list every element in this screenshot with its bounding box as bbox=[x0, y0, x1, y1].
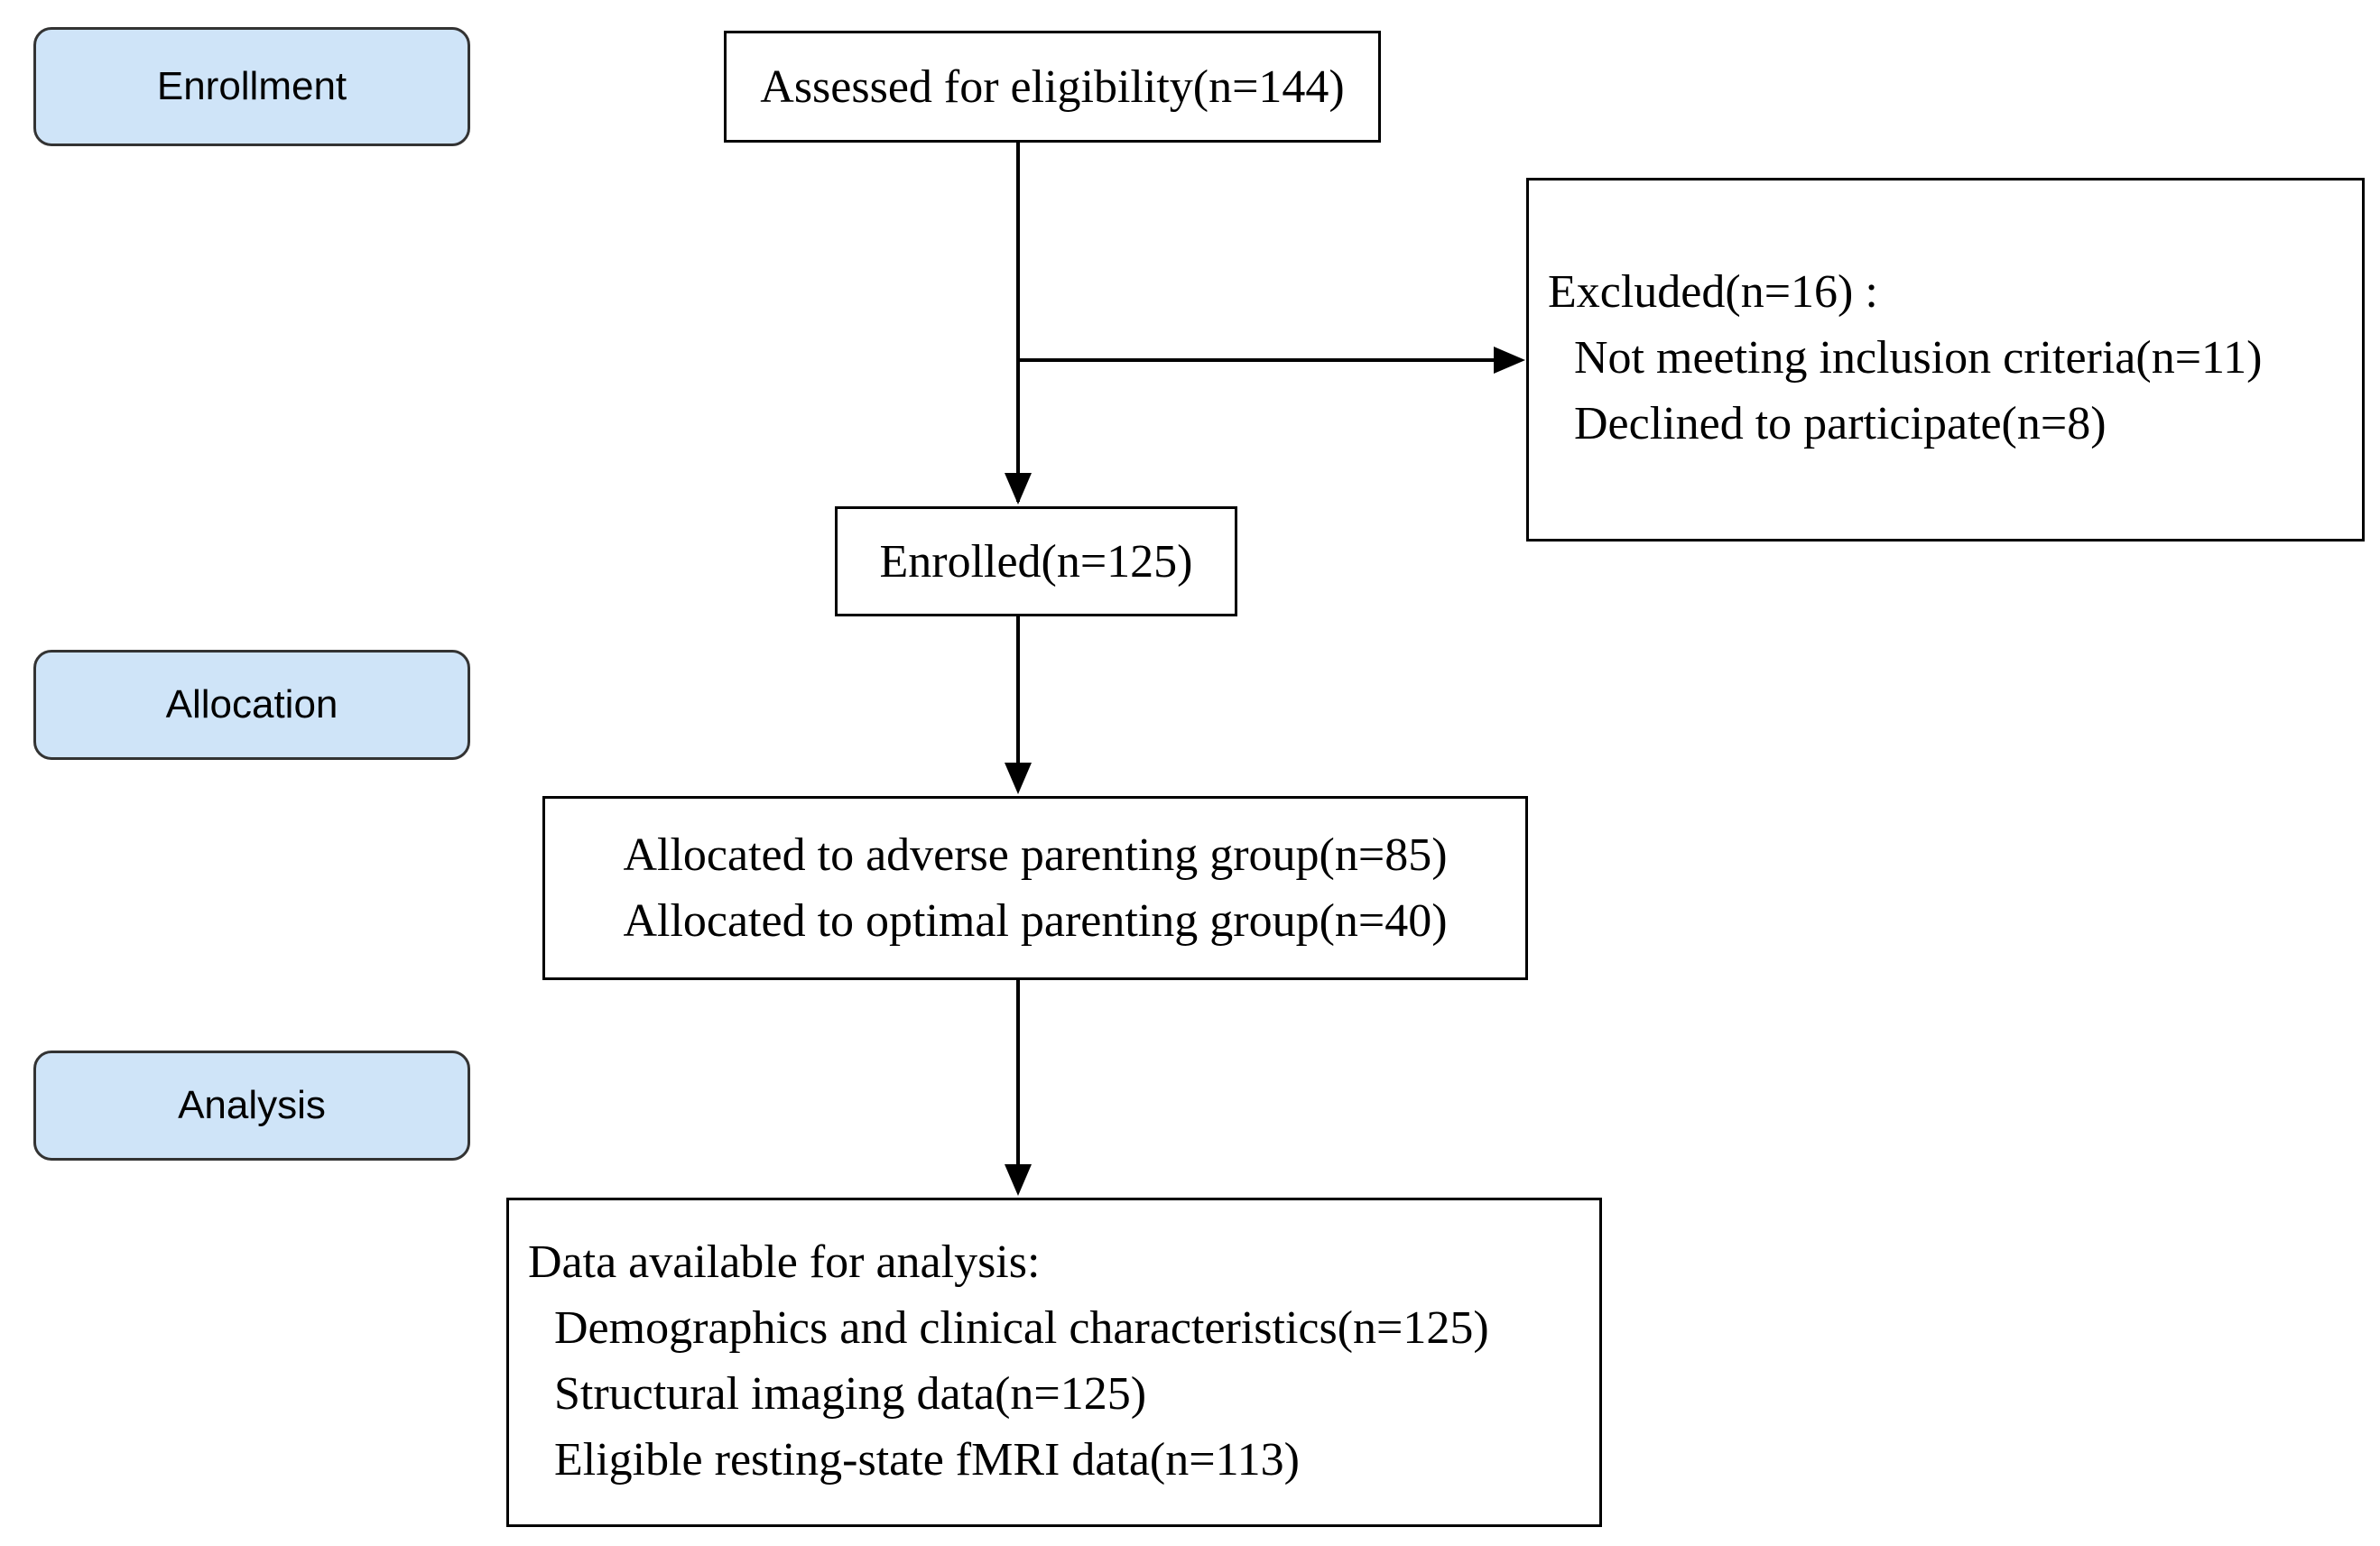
allocated-item: Allocated to optimal parenting group(n=4… bbox=[623, 895, 1448, 947]
arrowhead-enrolled bbox=[1005, 473, 1032, 505]
arrowhead-allocated bbox=[1005, 763, 1032, 794]
arrowhead-excluded bbox=[1494, 347, 1525, 374]
excluded-title: Excluded(n=16) : bbox=[1548, 266, 1878, 318]
enrolled-text: Enrolled(n=125) bbox=[879, 535, 1193, 588]
stage-label-enrollment: Enrollment bbox=[33, 27, 470, 146]
arrowhead-analysis bbox=[1005, 1164, 1032, 1196]
allocated-box: Allocated to adverse parenting group(n=8… bbox=[542, 796, 1528, 980]
analysis-item: Demographics and clinical characteristic… bbox=[554, 1302, 1489, 1354]
excluded-item: Not meeting inclusion criteria(n=11) bbox=[1574, 332, 2263, 384]
analysis-title: Data available for analysis: bbox=[528, 1236, 1041, 1288]
analysis-box: Data available for analysis: Demographic… bbox=[506, 1198, 1602, 1527]
analysis-item: Eligible resting-state fMRI data(n=113) bbox=[554, 1434, 1300, 1486]
enrolled-box: Enrolled(n=125) bbox=[835, 506, 1237, 616]
stage-label-text: Analysis bbox=[178, 1083, 326, 1127]
allocated-item: Allocated to adverse parenting group(n=8… bbox=[623, 829, 1448, 881]
assessed-box: Assessed for eligibility(n=144) bbox=[724, 31, 1381, 143]
stage-label-text: Enrollment bbox=[156, 64, 347, 108]
stage-label-analysis: Analysis bbox=[33, 1051, 470, 1161]
stage-label-text: Allocation bbox=[165, 682, 338, 727]
excluded-item: Declined to participate(n=8) bbox=[1574, 398, 2107, 449]
assessed-text: Assessed for eligibility(n=144) bbox=[760, 60, 1345, 113]
excluded-box: Excluded(n=16) : Not meeting inclusion c… bbox=[1526, 178, 2365, 542]
stage-label-allocation: Allocation bbox=[33, 650, 470, 760]
analysis-item: Structural imaging data(n=125) bbox=[554, 1368, 1147, 1420]
